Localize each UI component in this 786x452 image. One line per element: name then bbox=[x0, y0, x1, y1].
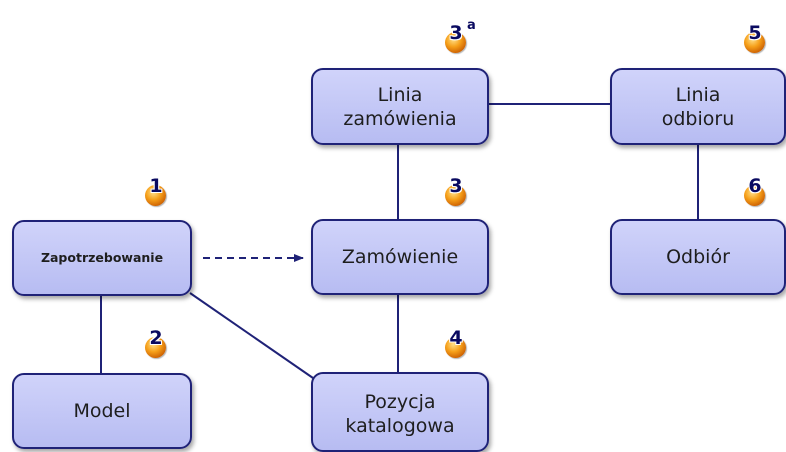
badge-1-number: 1 bbox=[149, 175, 163, 197]
node-linia-zamowienia[interactable]: Linia zamówienia bbox=[311, 68, 489, 145]
node-zapotrzebowanie-label: Zapotrzebowanie bbox=[40, 250, 164, 265]
node-linia-odbioru[interactable]: Linia odbioru bbox=[610, 68, 786, 145]
badge-2-icon: 2 bbox=[142, 327, 172, 361]
badge-3a-superscript: a bbox=[467, 18, 476, 33]
badge-4-number: 4 bbox=[449, 327, 463, 349]
node-zapotrzebowanie[interactable]: Zapotrzebowanie bbox=[12, 220, 192, 296]
badge-6-number: 6 bbox=[748, 175, 762, 197]
badge-3-number: 3 bbox=[449, 175, 463, 197]
node-odbior-label: Odbiór bbox=[666, 246, 730, 268]
node-linia-zamowienia-line1: Linia bbox=[377, 83, 423, 106]
badge-3a-number: 3 bbox=[449, 22, 463, 44]
node-linia-odbioru-line2: odbioru bbox=[661, 107, 735, 130]
node-model[interactable]: Model bbox=[12, 373, 192, 449]
badge-5-icon: 5 bbox=[741, 22, 771, 56]
badge-2-number: 2 bbox=[149, 327, 163, 349]
node-odbior[interactable]: Odbiór bbox=[610, 219, 786, 295]
connector-zapotrzebowanie-pozycja bbox=[189, 292, 314, 379]
badge-3-icon: 3 bbox=[442, 175, 472, 209]
node-linia-zamowienia-line2: zamówienia bbox=[343, 107, 457, 130]
badge-6-icon: 6 bbox=[741, 175, 771, 209]
node-zamowienie[interactable]: Zamówienie bbox=[311, 219, 489, 295]
node-linia-odbioru-line1: Linia bbox=[675, 83, 721, 106]
badge-5-number: 5 bbox=[748, 22, 762, 44]
badge-4-icon: 4 bbox=[442, 327, 472, 361]
badge-1-icon: 1 bbox=[142, 175, 172, 209]
badge-3a-icon: 3 a bbox=[442, 18, 476, 56]
node-pozycja-katalogowa[interactable]: Pozycja katalogowa bbox=[311, 372, 489, 452]
node-pozycja-katalogowa-line1: Pozycja bbox=[364, 391, 436, 413]
node-zamowienie-label: Zamówienie bbox=[341, 246, 459, 268]
node-pozycja-katalogowa-line2: katalogowa bbox=[345, 415, 455, 437]
node-model-label: Model bbox=[73, 400, 131, 422]
